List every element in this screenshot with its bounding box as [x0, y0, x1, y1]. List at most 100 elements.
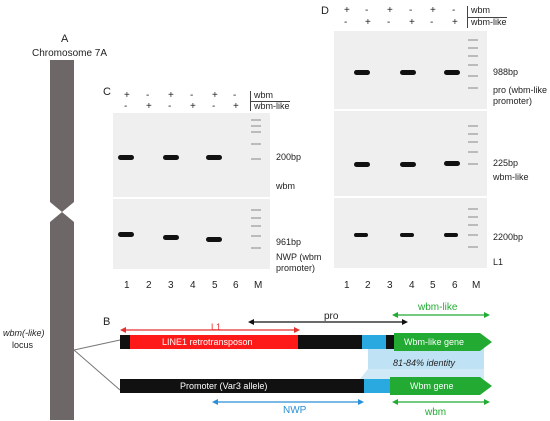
gel-band	[400, 233, 414, 237]
ladder-band	[251, 225, 261, 227]
gel-d-middle	[334, 111, 487, 196]
gel-d-middle-size: 225bp	[493, 158, 519, 168]
sign: +	[387, 5, 393, 16]
ladder-band	[468, 141, 478, 143]
gel-d-top-size: 988bp	[493, 67, 519, 77]
gel-c-bottom-name-2: promoter)	[276, 263, 316, 273]
pro-arrow-label: pro	[324, 311, 339, 322]
sign: -	[212, 101, 216, 112]
sign: -	[452, 5, 456, 16]
pro-arrow-left	[248, 319, 254, 325]
ladder-band	[468, 151, 478, 153]
ladder-band	[468, 234, 478, 236]
chromosome-diagram	[50, 60, 121, 420]
panel-b-letter: B	[103, 316, 111, 328]
wbm-arrow-right	[484, 399, 490, 405]
gel-band	[206, 155, 222, 160]
sign: -	[365, 5, 369, 16]
locus-label-italic: wbm(-like)	[3, 328, 45, 338]
ladder-band	[468, 208, 478, 210]
gel-c-bottom-name-1: NWP (wbm	[276, 252, 322, 262]
lane-number: M	[254, 280, 263, 291]
gel-band	[163, 155, 179, 160]
panel-d-row-label-wbm: wbm	[471, 5, 491, 15]
ladder-band	[468, 39, 478, 41]
ladder-band	[468, 47, 478, 49]
gel-band	[400, 162, 416, 167]
line1-retro-label: LINE1 retrotransposon	[162, 337, 253, 347]
gel-c-bottom-size: 961bp	[276, 237, 302, 247]
top-promoter-block	[298, 335, 362, 349]
bottom-promoter-block	[120, 379, 364, 393]
gel-band	[354, 162, 370, 167]
lane-number: M	[472, 280, 481, 291]
lane-number: 2	[365, 280, 371, 291]
bottom-blue-block	[364, 379, 390, 393]
gel-d-bottom	[334, 198, 487, 268]
wbm-gene-label: Wbm gene	[410, 381, 454, 391]
sign: +	[190, 101, 196, 112]
sign: -	[233, 90, 237, 101]
ladder-band	[468, 87, 478, 89]
sign: +	[344, 5, 350, 16]
gel-c-top-name: wbm	[276, 181, 296, 191]
gel-band	[444, 233, 458, 237]
sign: +	[212, 90, 218, 101]
sign: -	[146, 90, 150, 101]
ladder-band	[251, 158, 261, 160]
pro-arrow-right	[402, 319, 408, 325]
wbm-like-gene-label: Wbm-like gene	[404, 337, 465, 347]
gel-c-top	[113, 113, 270, 197]
ladder-band	[251, 247, 261, 249]
nwp-arrow-left	[212, 399, 218, 405]
panel-c-letter: C	[103, 86, 111, 98]
l1-arrow-right	[294, 327, 300, 333]
ladder-band	[251, 209, 261, 211]
ladder-band	[251, 131, 261, 133]
gel-band	[354, 233, 368, 237]
wbm-like-arrow-left	[392, 312, 398, 318]
locus-label-word: locus	[12, 340, 34, 350]
sign: +	[124, 90, 130, 101]
gene-structure-diagram	[120, 312, 492, 405]
zoom-line-top	[73, 339, 121, 351]
gel-band	[118, 155, 134, 160]
panel-d-sign-hline	[467, 17, 507, 18]
ladder-band	[468, 75, 478, 77]
lane-number: 2	[146, 280, 152, 291]
sign: +	[365, 17, 371, 28]
panel-c-row-label-wbm: wbm	[254, 90, 274, 100]
gel-band	[354, 70, 370, 75]
nwp-arrow-label: NWP	[283, 405, 307, 416]
panel-d-letter: D	[321, 5, 329, 17]
lane-number: 1	[344, 280, 350, 291]
gel-d-top-name-1: pro (wbm-like	[493, 85, 548, 95]
lane-number: 1	[124, 280, 130, 291]
gel-d-top-name-2: promoter)	[493, 96, 533, 106]
promoter-var3-label: Promoter (Var3 allele)	[180, 381, 268, 391]
zoom-line-bottom	[73, 349, 121, 391]
ladder-band	[468, 246, 478, 248]
gel-band	[444, 70, 460, 75]
identity-label: 81-84% identity	[393, 358, 456, 368]
gel-band	[118, 232, 134, 237]
ladder-band	[251, 119, 261, 121]
sign: +	[233, 101, 239, 112]
gel-band	[444, 161, 460, 166]
panel-c-row-label-wbm-like: wbm-like	[254, 101, 290, 111]
gel-band	[400, 70, 416, 75]
top-black-small	[386, 335, 394, 349]
sign: +	[409, 17, 415, 28]
sign: +	[430, 5, 436, 16]
gel-c-top-size: 200bp	[276, 152, 302, 162]
gel-d-top	[334, 31, 487, 109]
sign: +	[146, 101, 152, 112]
ladder-band	[251, 125, 261, 127]
ladder-band	[251, 143, 261, 145]
panel-c-sign-hline	[250, 101, 290, 102]
gel-d-middle-name: wbm-like	[493, 172, 529, 182]
ladder-band	[468, 163, 478, 165]
ladder-band	[468, 55, 478, 57]
lane-number: 6	[452, 280, 458, 291]
gel-d-bottom-size: 2200bp	[493, 232, 524, 242]
